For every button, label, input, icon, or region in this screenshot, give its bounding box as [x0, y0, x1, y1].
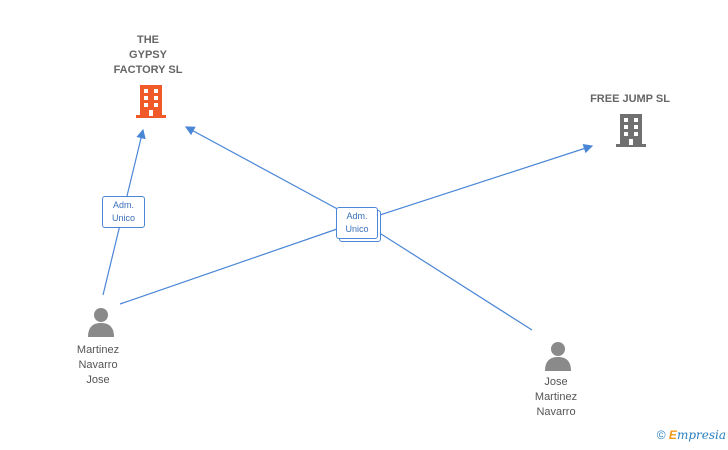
brand-footer: © Empresia [657, 428, 726, 442]
person-label-2: Jose Martinez Navarro [534, 376, 578, 418]
role-badge-center-stack[interactable]: Adm. Unico [336, 207, 382, 243]
person-icon[interactable] [543, 340, 573, 372]
role-badge-center[interactable]: Adm. Unico [336, 207, 378, 239]
edge-person2-center [377, 231, 533, 331]
copyright-icon: © [656, 428, 666, 442]
person-label-1: Martinez Navarro Jose [76, 344, 120, 386]
edge-center-gypsy [184, 126, 344, 213]
edge-person1-center [119, 227, 341, 305]
building-icon[interactable] [136, 83, 166, 119]
brand-name: mpresia [676, 428, 726, 442]
building-icon[interactable] [616, 112, 646, 148]
brand-e: E [668, 428, 677, 442]
edge-center-freejump [379, 144, 594, 216]
company-label-freejump: FREE JUMP SL [590, 93, 670, 105]
role-badge-left[interactable]: Adm. Unico [102, 196, 145, 228]
company-label-gypsy: THE GYPSY FACTORY SL [113, 34, 183, 76]
person-icon[interactable] [86, 306, 116, 338]
